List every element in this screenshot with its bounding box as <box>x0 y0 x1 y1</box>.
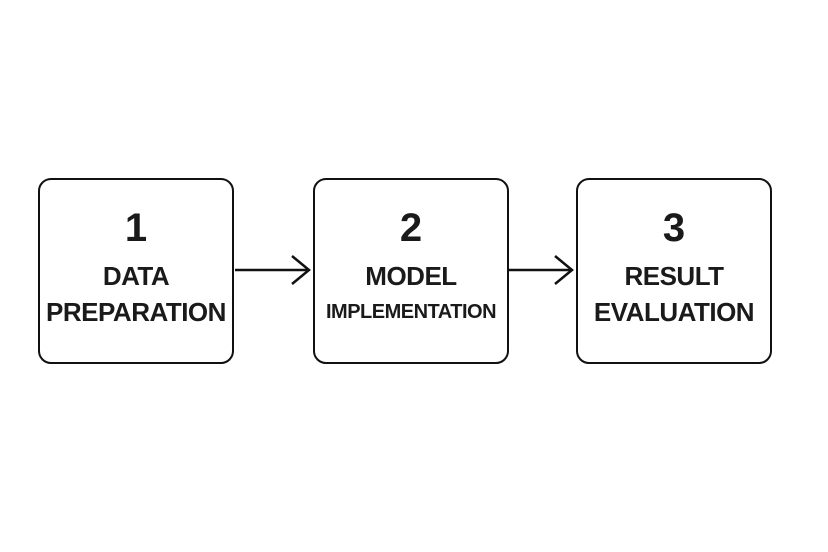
step-label-line1: MODEL <box>365 261 457 291</box>
step-label-line2: EVALUATION <box>593 297 755 327</box>
step-box-result-evaluation: 3 RESULT EVALUATION <box>576 178 772 364</box>
step-label-line2: IMPLEMENTATION <box>325 301 497 323</box>
step-number: 3 <box>662 206 686 250</box>
step-box-model-implementation: 2 MODEL IMPLEMENTATION <box>313 178 509 364</box>
arrow-right-icon <box>508 250 575 290</box>
arrow-right-icon <box>235 250 312 290</box>
step-label-line1: DATA <box>102 261 170 291</box>
step-label-line2: PREPARATION <box>46 297 226 327</box>
step-box-data-preparation: 1 DATA PREPARATION <box>38 178 234 364</box>
step-number: 1 <box>124 206 148 250</box>
step-label-line1: RESULT <box>624 261 724 291</box>
step-number: 2 <box>399 206 423 250</box>
